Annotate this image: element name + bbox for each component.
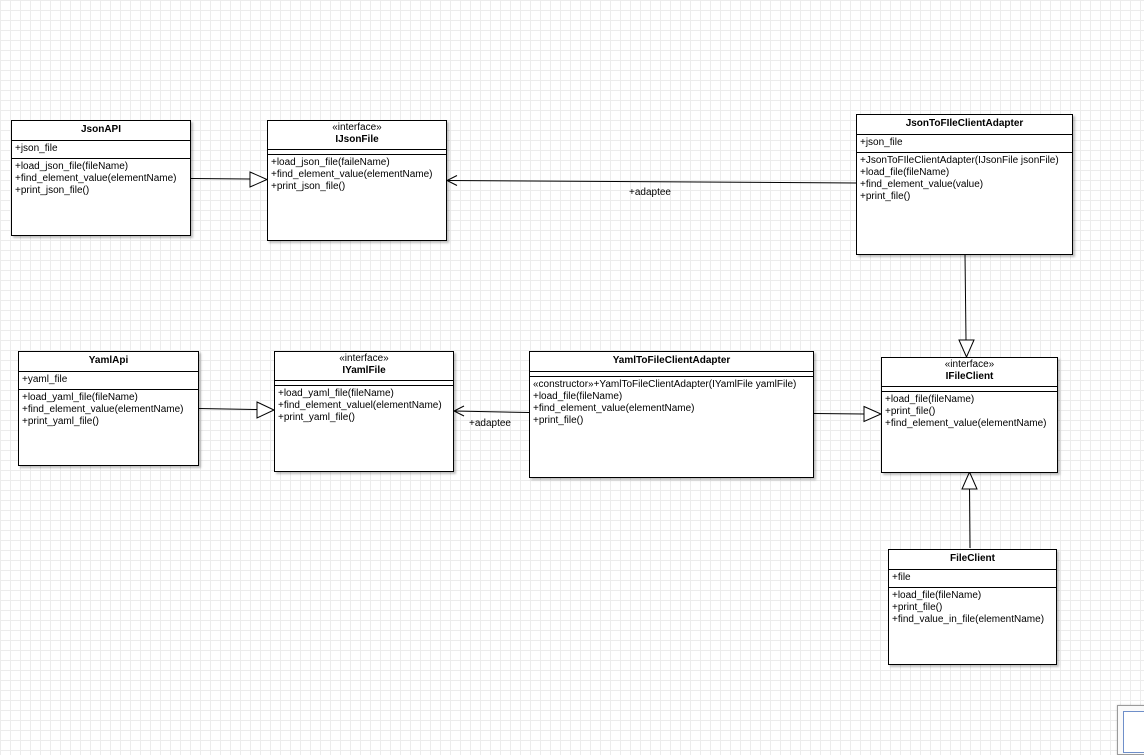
realization-arrowhead (958, 339, 975, 359)
stereotype-label: «interface» (339, 353, 389, 364)
operations-compartment: +load_file(fileName) +print_file() +find… (889, 588, 1056, 628)
operations-compartment: +JsonToFIleClientAdapter(IJsonFile jsonF… (857, 153, 1072, 205)
attributes-compartment (268, 150, 446, 155)
realization-arrowhead (863, 405, 883, 423)
outline-panel[interactable] (1117, 705, 1144, 755)
attributes-compartment (530, 372, 813, 377)
interface-ijsonfile[interactable]: «interface» IJsonFile +load_json_file(fa… (267, 120, 447, 241)
association-jsonadapter-to-ijsonfile[interactable] (446, 180, 857, 184)
operation: +find_element_valuel(elementName) (278, 400, 442, 411)
class-name: YamlToFileClientAdapter (612, 355, 731, 366)
operation: +find_value_in_file(elementName) (892, 614, 1045, 625)
operation: +find_element_value(elementName) (22, 404, 184, 415)
class-fileclient[interactable]: FileClient +file +load_file(fileName) +p… (888, 549, 1057, 665)
class-header: FileClient (889, 550, 1056, 570)
operations-compartment: +load_yaml_file(fileName) +find_element_… (19, 390, 198, 430)
class-header: «interface» IFileClient (882, 358, 1057, 387)
operation: +print_json_file() (271, 181, 346, 192)
operation: +load_yaml_file(fileName) (22, 392, 138, 403)
association-role-label: +adaptee (629, 187, 671, 198)
operation: +find_element_value(value) (860, 179, 984, 190)
operations-compartment: «constructor»+YamlToFileClientAdapter(IY… (530, 377, 813, 429)
class-header: JsonAPI (12, 121, 190, 141)
class-name: IJsonFile (335, 134, 379, 145)
class-name: JsonAPI (80, 124, 121, 135)
attribute: +json_file (860, 137, 903, 148)
operation: +load_json_file(faileName) (271, 157, 390, 168)
operation: «constructor»+YamlToFileClientAdapter(IY… (533, 379, 797, 390)
operation: +print_json_file() (15, 185, 90, 196)
association-arrowhead (452, 405, 465, 417)
class-name: IYamlFile (342, 365, 386, 376)
operation: +print_yaml_file() (278, 412, 355, 423)
attribute: +yaml_file (22, 374, 68, 385)
operation: +print_file() (533, 415, 584, 426)
realization-fileclient-to-ifileclient[interactable] (969, 488, 971, 549)
operation: +find_element_value(elementName) (15, 173, 177, 184)
attributes-compartment: +json_file (857, 135, 1072, 153)
interface-ifileclient[interactable]: «interface» IFileClient +load_file(fileN… (881, 357, 1058, 473)
outline-viewport (1123, 711, 1144, 753)
class-name: JsonToFIleClientAdapter (905, 118, 1024, 129)
operation: +find_element_value(elementName) (885, 418, 1047, 429)
operation: +load_json_file(fileName) (15, 161, 129, 172)
realization-arrowhead (961, 470, 978, 490)
class-header: JsonToFIleClientAdapter (857, 115, 1072, 135)
interface-iyamlfile[interactable]: «interface» IYamlFile +load_yaml_file(fi… (274, 351, 454, 472)
stereotype-label: «interface» (332, 122, 382, 133)
attribute: +file (892, 572, 911, 583)
class-yamlapi[interactable]: YamlApi +yaml_file +load_yaml_file(fileN… (18, 351, 199, 466)
class-header: «interface» IJsonFile (268, 121, 446, 150)
operations-compartment: +load_yaml_file(fileName) +find_element_… (275, 386, 453, 426)
operation: +print_file() (860, 191, 911, 202)
attributes-compartment (275, 381, 453, 386)
attributes-compartment (882, 387, 1057, 392)
operation: +load_file(fileName) (892, 590, 982, 601)
operation: +print_file() (892, 602, 943, 613)
association-arrowhead (445, 175, 458, 186)
operation: +print_yaml_file() (22, 416, 99, 427)
realization-arrowhead (256, 401, 276, 419)
association-yamladapter-to-iyamlfile[interactable] (453, 410, 530, 413)
class-jsonapi[interactable]: JsonAPI +json_file +load_json_file(fileN… (11, 120, 191, 236)
operation: +JsonToFIleClientAdapter(IJsonFile jsonF… (860, 155, 1059, 166)
class-header: «interface» IYamlFile (275, 352, 453, 381)
realization-arrowhead (249, 171, 269, 188)
realization-yamladapter-to-ifileclient[interactable] (813, 413, 865, 415)
operations-compartment: +load_json_file(faileName) +find_element… (268, 155, 446, 195)
class-jsontofileclientadapter[interactable]: JsonToFIleClientAdapter +json_file +Json… (856, 114, 1073, 255)
attributes-compartment: +yaml_file (19, 372, 198, 390)
stereotype-label: «interface» (944, 359, 995, 370)
attributes-compartment: +json_file (12, 141, 190, 159)
operation: +load_file(fileName) (860, 167, 950, 178)
class-yamltofileclientadapter[interactable]: YamlToFileClientAdapter «constructor»+Ya… (529, 351, 814, 478)
class-name: IFileClient (945, 371, 994, 382)
operation: +print_file() (885, 406, 936, 417)
operation: +load_file(fileName) (533, 391, 623, 402)
class-name: YamlApi (88, 355, 129, 366)
attribute: +json_file (15, 143, 58, 154)
operation: +find_element_value(elementName) (271, 169, 433, 180)
association-role-label: +adaptee (469, 418, 511, 429)
class-name: FileClient (949, 553, 995, 564)
realization-jsonadapter-to-ifileclient[interactable] (964, 253, 967, 341)
operation: +find_element_value(elementName) (533, 403, 695, 414)
operations-compartment: +load_json_file(fileName) +find_element_… (12, 159, 190, 199)
realization-yamlapi-to-iyamlfile[interactable] (197, 408, 258, 410)
attributes-compartment: +file (889, 570, 1056, 588)
class-header: YamlToFileClientAdapter (530, 352, 813, 372)
operation: +load_file(fileName) (885, 394, 975, 405)
class-header: YamlApi (19, 352, 198, 372)
operation: +load_yaml_file(fileName) (278, 388, 394, 399)
realization-jsonapi-to-ijsonfile[interactable] (189, 178, 251, 180)
operations-compartment: +load_file(fileName) +print_file() +find… (882, 392, 1057, 432)
